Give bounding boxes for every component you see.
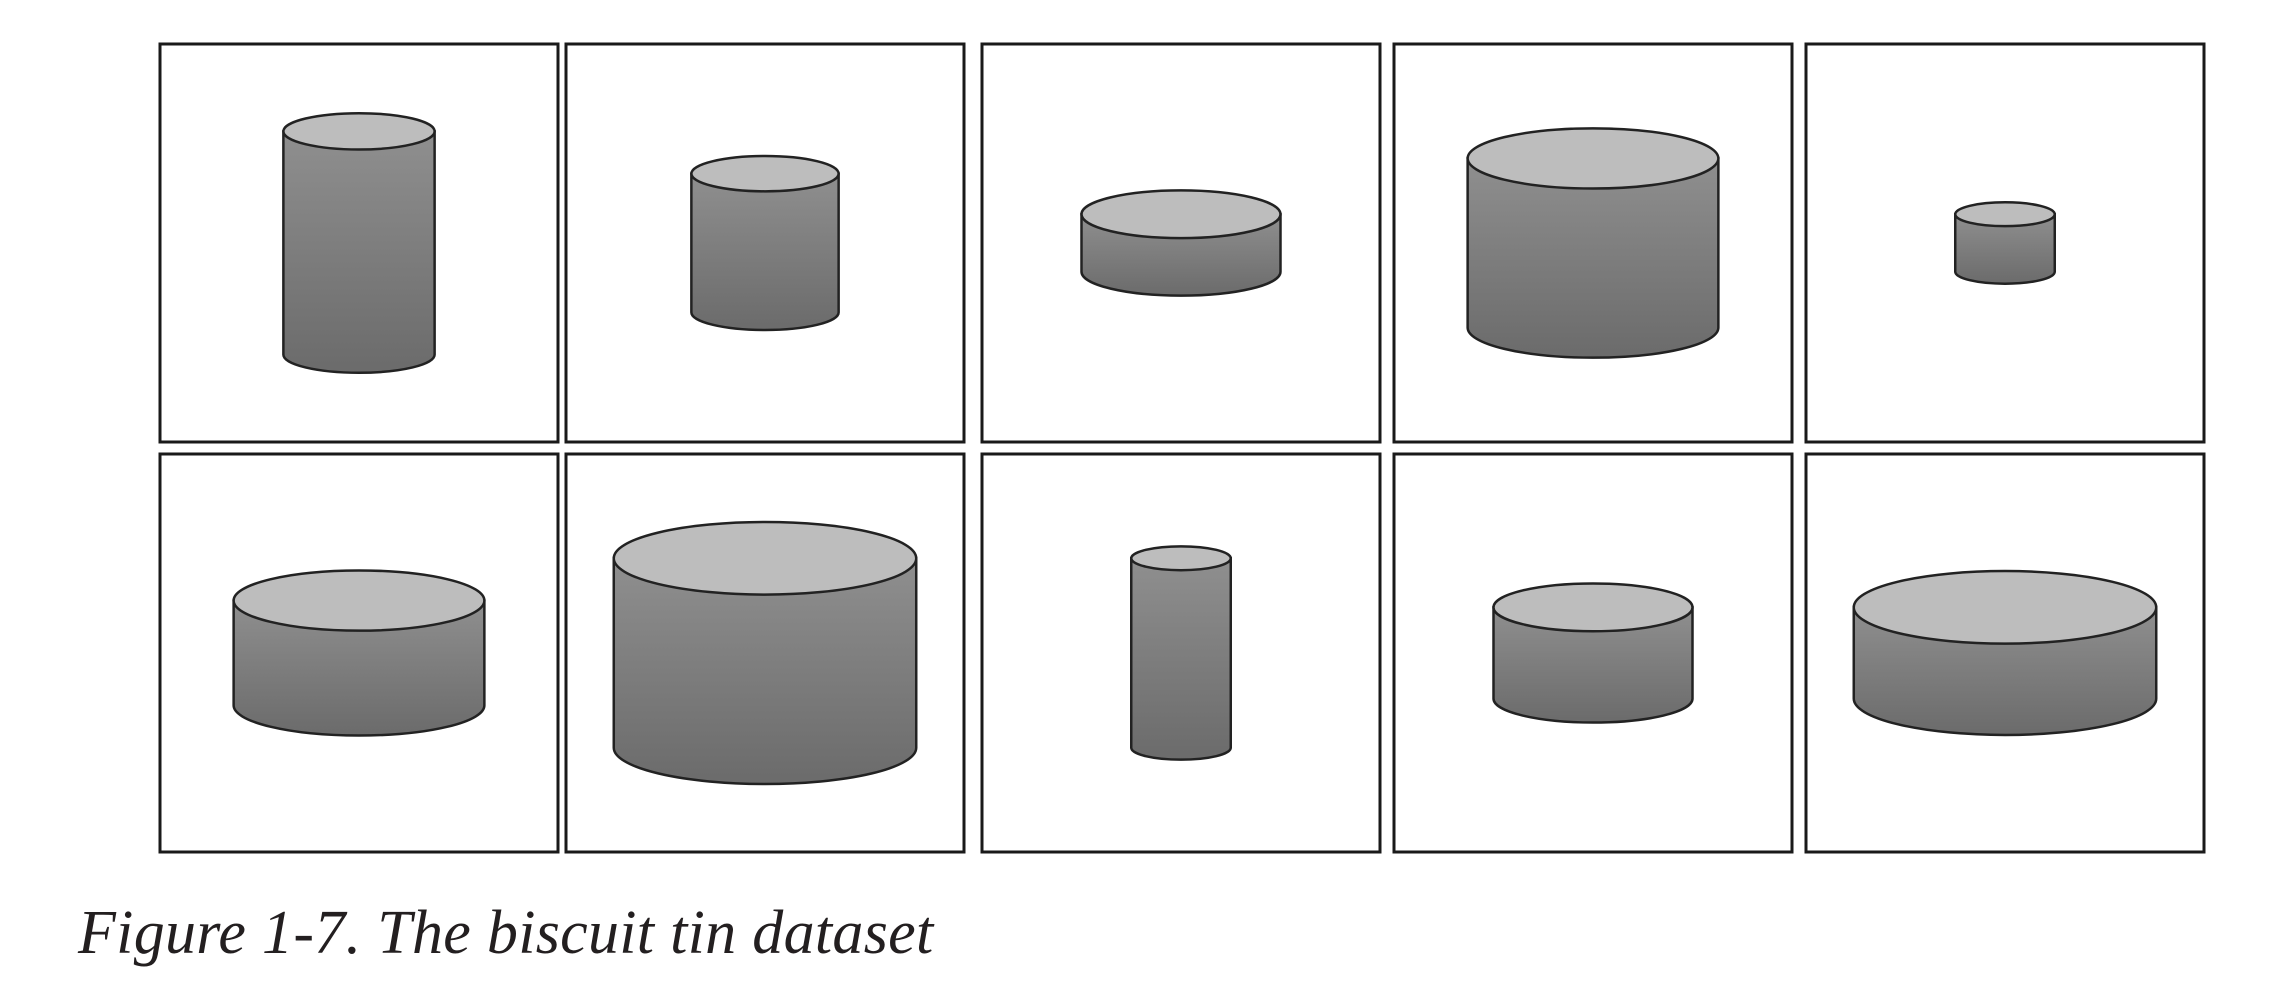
tin-panel-2 (564, 42, 966, 444)
tin-body (690, 172, 840, 332)
tin-lid (232, 569, 486, 632)
tin-body (612, 557, 918, 786)
tin-lid (690, 154, 840, 193)
tin-panel-6 (158, 452, 560, 854)
tin-body (1954, 212, 2056, 285)
figure-title: The biscuit tin dataset (377, 899, 934, 967)
biscuit-tin-figure (158, 42, 2206, 854)
tin-lid (1080, 189, 1282, 240)
tin-panel-10 (1804, 452, 2206, 854)
tin-body (1130, 557, 1232, 761)
figure-label: Figure 1-7. (78, 899, 362, 967)
tin-panel-3 (980, 42, 1382, 444)
tin-lid (1492, 582, 1694, 633)
tin-body (232, 599, 486, 737)
tin-lid (282, 111, 436, 151)
tin-panel-8 (980, 452, 1382, 854)
tin-body (1492, 606, 1694, 724)
tin-body (282, 130, 436, 375)
tin-lid (1852, 569, 2158, 645)
tin-panel-7 (564, 452, 966, 854)
tin-lid (612, 520, 918, 596)
tin-lid (1466, 127, 1720, 190)
tin-panel-9 (1392, 452, 1794, 854)
figure-caption: Figure 1-7. The biscuit tin dataset (78, 898, 933, 969)
tin-panel-5 (1804, 42, 2206, 444)
tin-panel-4 (1392, 42, 1794, 444)
tin-body (1466, 157, 1720, 359)
tin-lid (1130, 545, 1232, 572)
tin-lid (1954, 201, 2056, 228)
tin-panel-1 (158, 42, 560, 444)
